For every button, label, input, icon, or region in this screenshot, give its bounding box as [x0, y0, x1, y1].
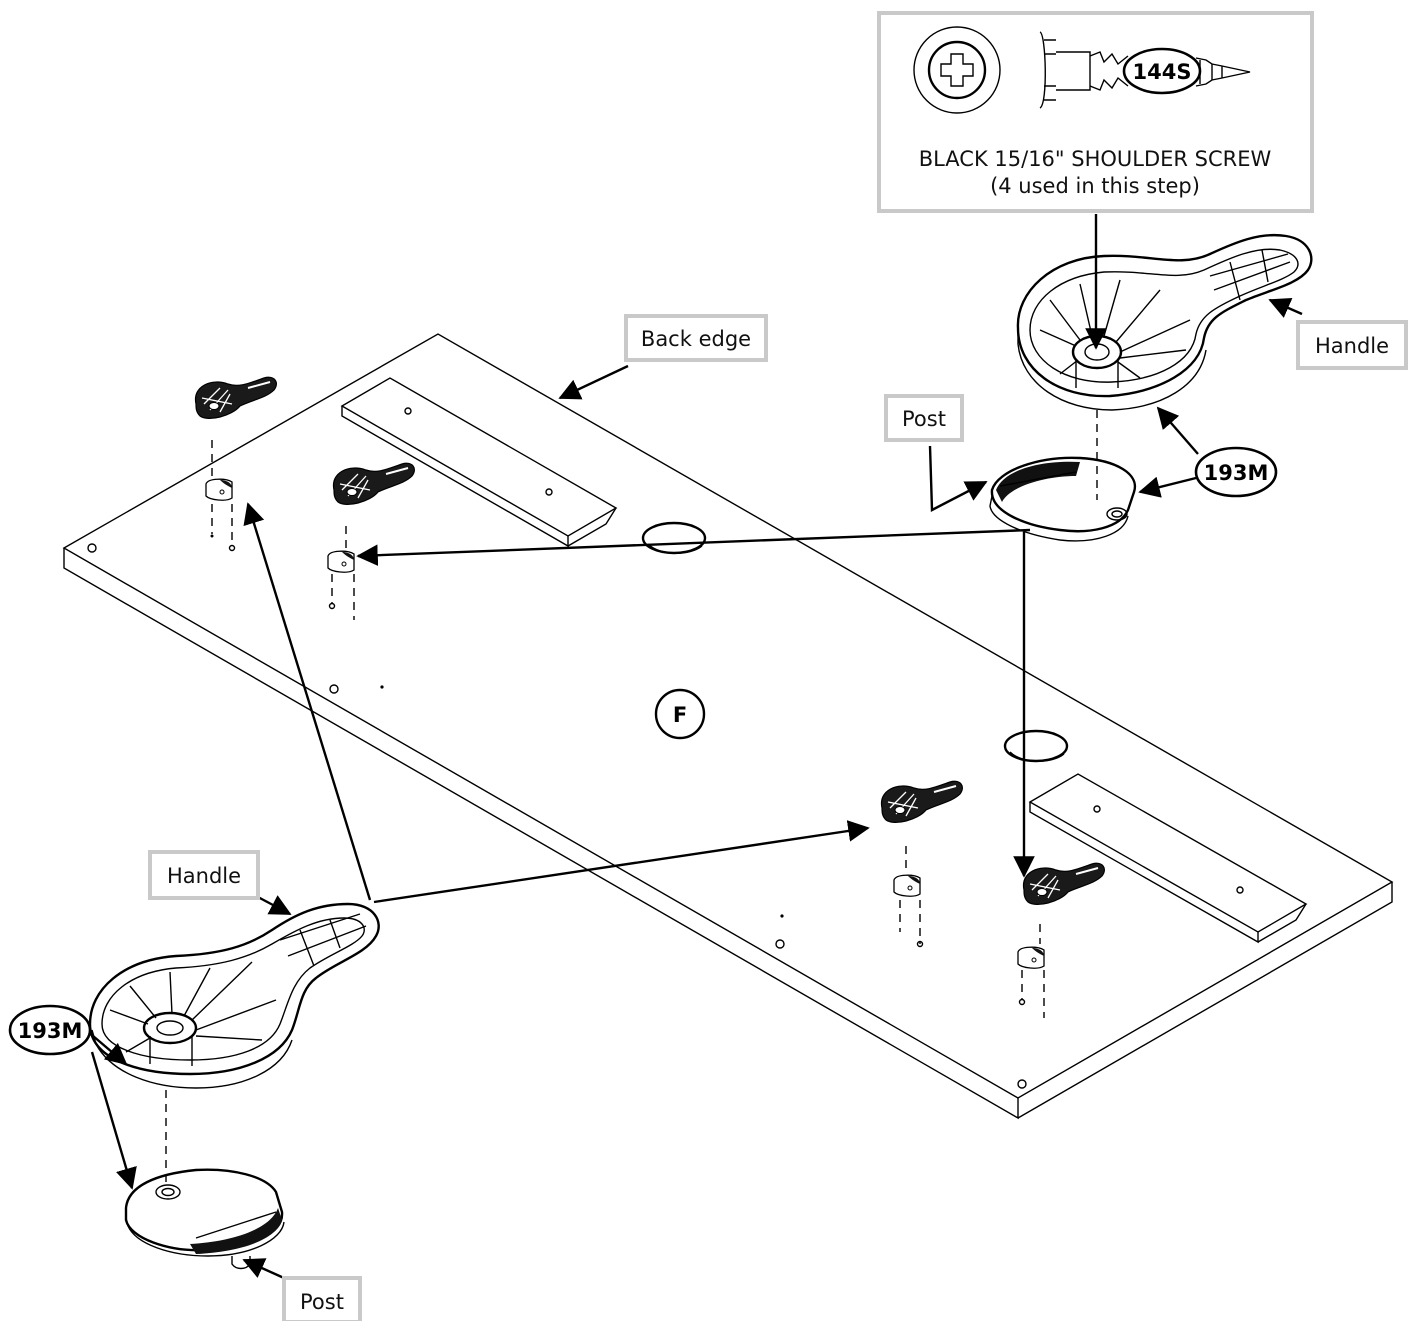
callout-back-edge: Back edge: [624, 314, 768, 362]
panel-f: F: [62, 333, 1394, 1120]
callout-193m-right: 193M: [1194, 446, 1278, 498]
back-edge-label: Back edge: [641, 327, 751, 351]
handle-icon: [1016, 233, 1313, 411]
handle-left-label: Handle: [167, 864, 241, 888]
handle-icon: [194, 376, 278, 420]
post-right-label: Post: [902, 407, 946, 431]
handle-right-label: Handle: [1315, 334, 1389, 358]
screw-part-code: 144S: [1133, 60, 1192, 84]
screw-info-box: 144S BLACK 15/16" SHOULDER SCREW (4 used…: [877, 11, 1314, 213]
phillips-screw-head-icon: [913, 26, 1001, 114]
handle-icon: [88, 902, 380, 1089]
assembly-arrows: [85, 214, 1303, 1280]
shoulder-screw-icon: 144S: [1039, 31, 1251, 109]
post-left-label: Post: [300, 1290, 344, 1314]
callout-193m-left: 193M: [8, 1004, 92, 1056]
part-193m-left-label: 193M: [18, 1019, 83, 1043]
handle-icon: [332, 462, 416, 506]
panel-label: F: [673, 703, 687, 727]
post-icon: [327, 550, 355, 573]
part-193m-right-label: 193M: [1204, 461, 1269, 485]
callout-handle-left: Handle: [148, 850, 260, 900]
callout-post-left: Post: [282, 1276, 362, 1321]
post-icon: [205, 478, 233, 501]
callout-post-right: Post: [884, 394, 964, 442]
callout-handle-right: Handle: [1296, 320, 1408, 370]
post-icon: [124, 1168, 285, 1270]
screw-description: BLACK 15/16" SHOULDER SCREW: [919, 147, 1272, 171]
post-icon: [989, 456, 1137, 542]
handle-icon: [880, 780, 964, 824]
handle-icon: [1022, 862, 1106, 906]
post-icon: [893, 874, 921, 897]
screw-quantity-note: (4 used in this step): [990, 174, 1200, 198]
post-icon: [1017, 946, 1045, 969]
panel-label-circle: [654, 688, 706, 740]
